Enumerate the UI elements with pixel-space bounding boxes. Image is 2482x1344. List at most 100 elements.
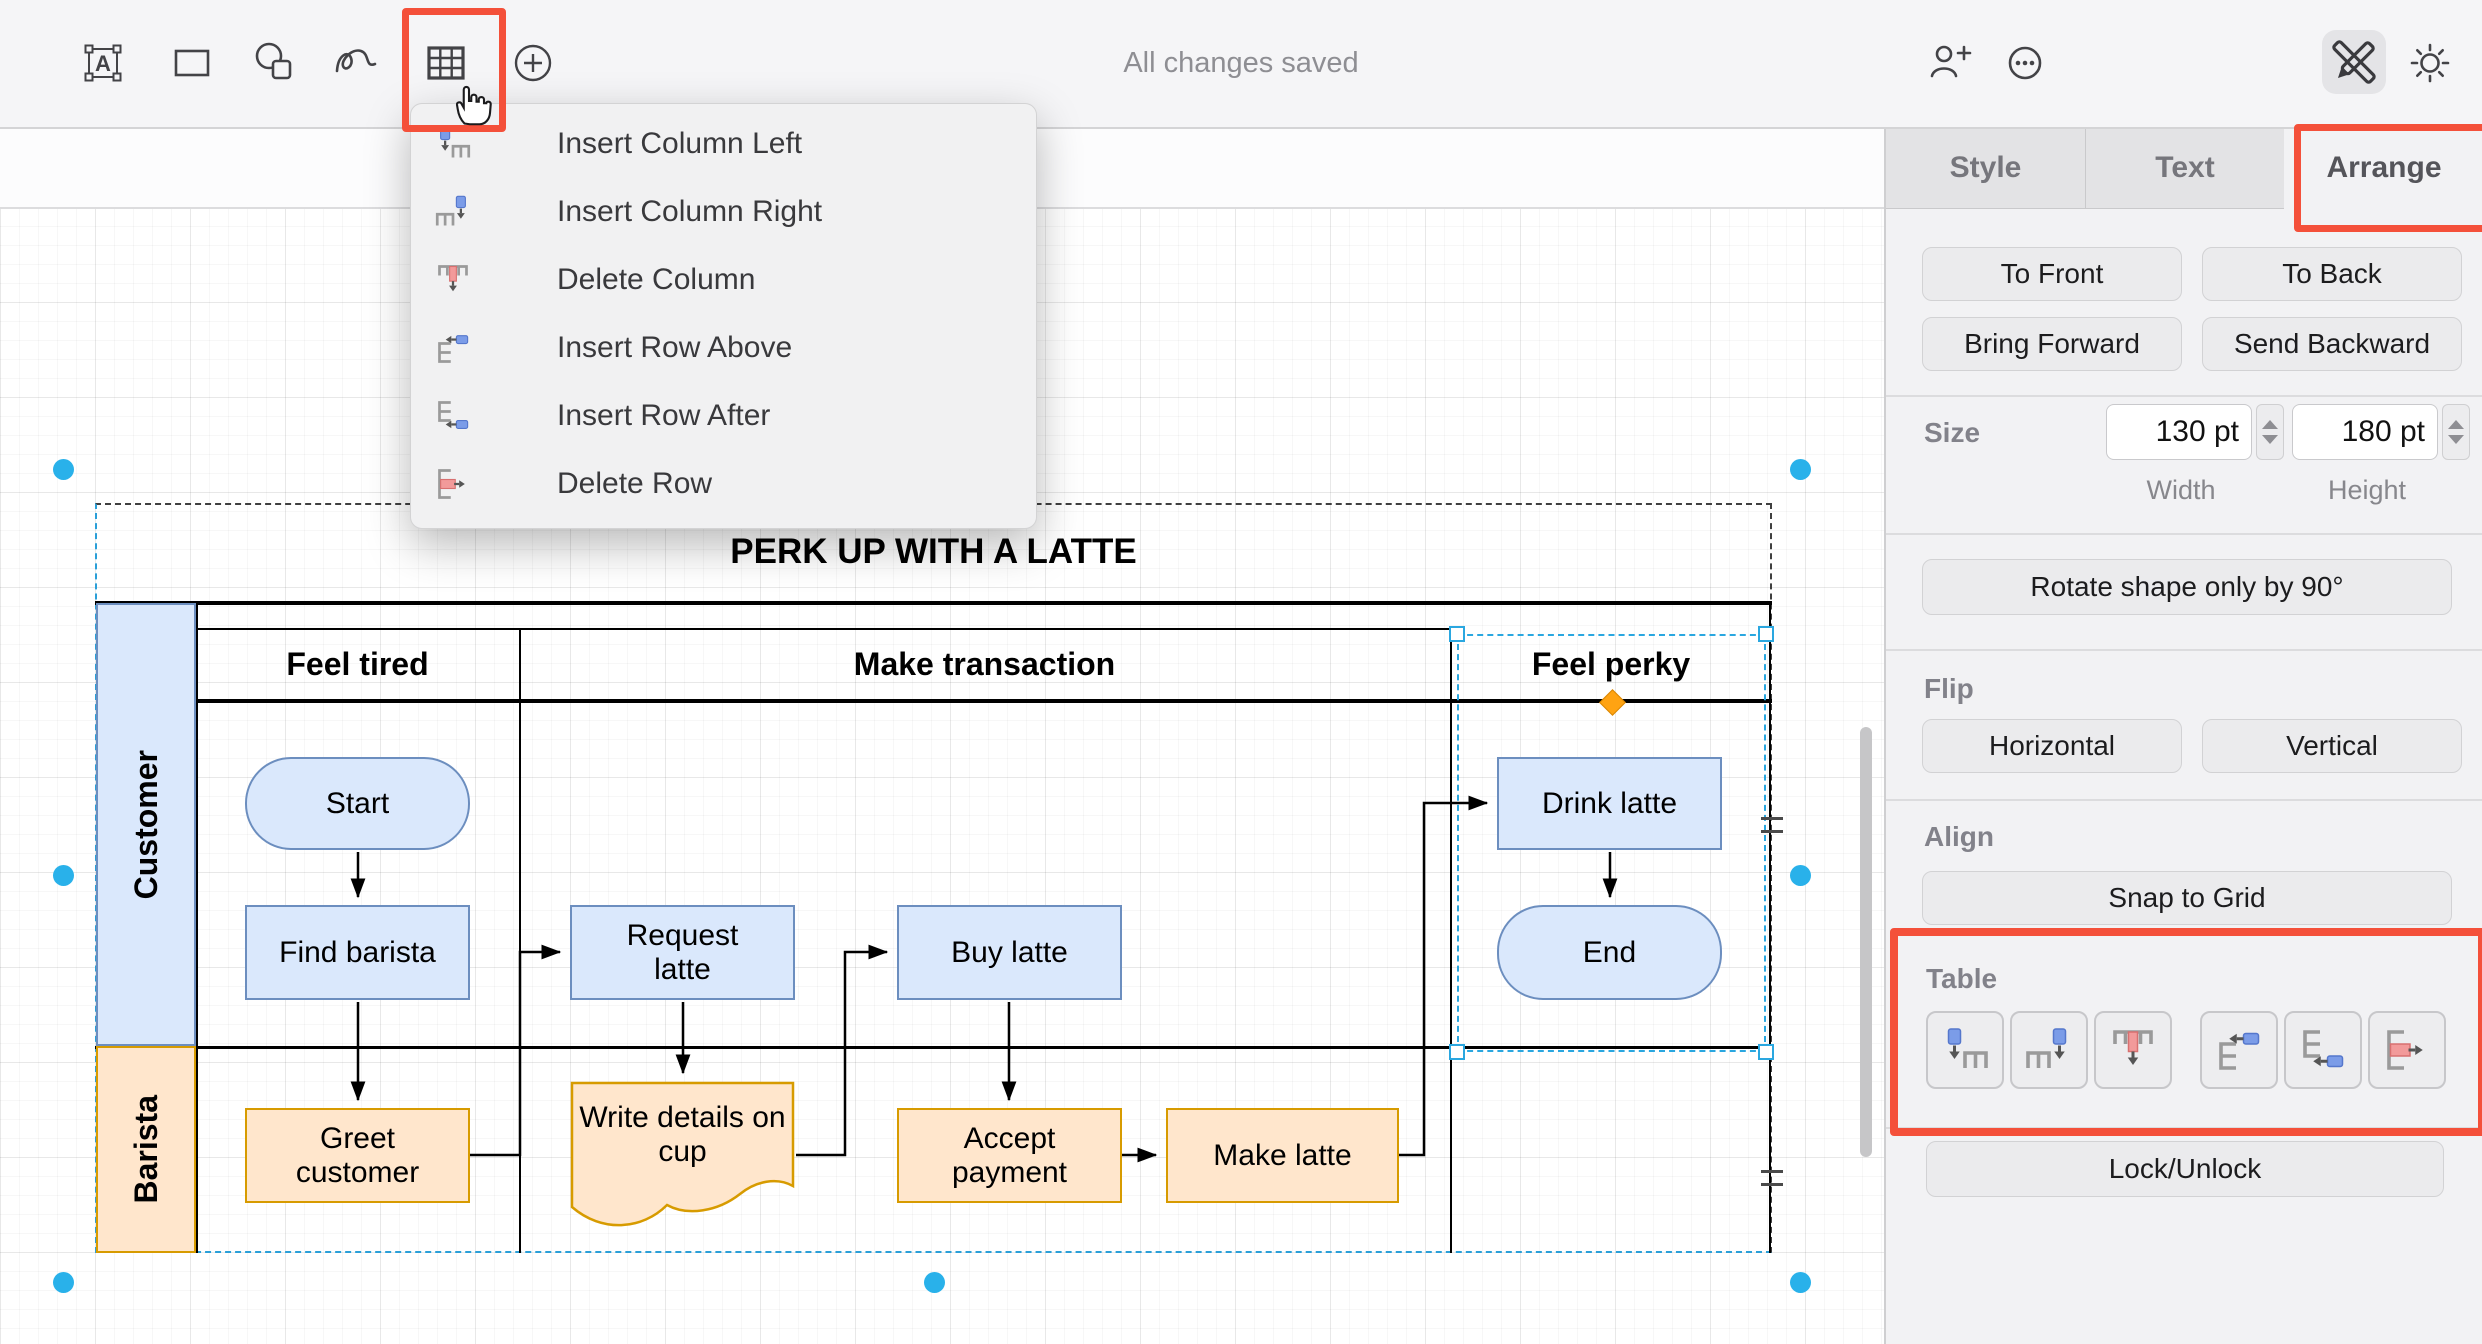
- delete-column-icon: [435, 262, 471, 298]
- menu-item-insert-row-above[interactable]: Insert Row Above: [411, 314, 1036, 382]
- node-greet-customer[interactable]: Greet customer: [245, 1108, 470, 1203]
- rotate-90-button[interactable]: Rotate shape only by 90°: [1922, 559, 2452, 615]
- node-buy-latte[interactable]: Buy latte: [897, 905, 1122, 1000]
- text-tool-button[interactable]: A: [79, 39, 127, 87]
- shapes-tool-icon: [255, 42, 292, 80]
- table-insert-column-right-button[interactable]: [2010, 1011, 2088, 1089]
- size-label: Size: [1924, 417, 1981, 448]
- table-delete-row-button[interactable]: [2368, 1011, 2446, 1089]
- node-request-latte[interactable]: Request latte: [570, 905, 795, 1000]
- sun-icon: [2410, 43, 2450, 83]
- selection-dot[interactable]: [1790, 1272, 1811, 1293]
- shapes-tool-button[interactable]: [250, 39, 298, 87]
- insert-column-left-icon: [1941, 1026, 1989, 1074]
- row-resize-mark[interactable]: [1761, 817, 1783, 833]
- menu-item-insert-column-right[interactable]: Insert Column Right: [411, 178, 1036, 246]
- selection-handle[interactable]: [1758, 1044, 1774, 1060]
- table-insert-row-above-button[interactable]: [2200, 1011, 2278, 1089]
- canvas[interactable]: PERK UP WITH A LATTE Customer Barista Fe…: [0, 127, 1884, 1344]
- toolbar: All changes saved A: [0, 0, 2482, 129]
- menu-item-delete-row[interactable]: Delete Row: [411, 450, 1036, 518]
- lock-unlock-button[interactable]: Lock/Unlock: [1926, 1141, 2444, 1197]
- diagram-title[interactable]: PERK UP WITH A LATTE: [730, 532, 1137, 571]
- node-find-barista[interactable]: Find barista: [245, 905, 470, 1000]
- selection-dot[interactable]: [53, 1272, 74, 1293]
- bring-forward-button[interactable]: Bring Forward: [1922, 317, 2182, 371]
- to-back-button[interactable]: To Back: [2202, 247, 2462, 301]
- node-accept-payment[interactable]: Accept payment: [897, 1108, 1122, 1203]
- table-insert-row-after-button[interactable]: [2284, 1011, 2362, 1089]
- freehand-tool-icon: [335, 49, 377, 73]
- row-resize-mark[interactable]: [1761, 1170, 1783, 1186]
- table-dropdown-menu: Insert Column Left Insert Column Right D…: [410, 103, 1037, 529]
- lane-label-customer[interactable]: Customer: [96, 603, 196, 1046]
- insert-column-right-icon: [435, 194, 471, 230]
- insert-row-after-icon: [435, 398, 471, 434]
- flip-horizontal-button[interactable]: Horizontal: [1922, 719, 2182, 773]
- width-input[interactable]: [2106, 404, 2252, 460]
- column-header-feel-tired[interactable]: Feel tired: [286, 646, 429, 682]
- send-backward-button[interactable]: Send Backward: [2202, 317, 2462, 371]
- table-delete-column-button[interactable]: [2094, 1011, 2172, 1089]
- table-line: [95, 601, 1772, 605]
- snap-to-grid-button[interactable]: Snap to Grid: [1922, 871, 2452, 925]
- align-label: Align: [1924, 821, 1994, 852]
- panel-divider: [1886, 799, 2482, 801]
- selection-dot[interactable]: [1790, 459, 1811, 480]
- flip-label: Flip: [1924, 673, 1974, 704]
- lane-boundary-line: [95, 1046, 1772, 1049]
- table-line: [196, 699, 1772, 703]
- insert-row-after-icon: [2299, 1026, 2347, 1074]
- to-front-button[interactable]: To Front: [1922, 247, 2182, 301]
- freehand-tool-button[interactable]: [332, 39, 380, 87]
- design-tools-button[interactable]: [2322, 30, 2386, 94]
- menu-item-insert-row-after[interactable]: Insert Row After: [411, 382, 1036, 450]
- selection-dot[interactable]: [1790, 865, 1811, 886]
- selection-handle[interactable]: [1449, 1044, 1465, 1060]
- lane-label-barista[interactable]: Barista: [96, 1046, 196, 1253]
- panel-divider: [1886, 533, 2482, 535]
- tab-text[interactable]: Text: [2085, 127, 2284, 209]
- selection-dot[interactable]: [924, 1272, 945, 1293]
- node-drink-latte[interactable]: Drink latte: [1497, 757, 1722, 850]
- panel-divider: [1886, 649, 2482, 651]
- selection-dot[interactable]: [53, 865, 74, 886]
- delete-row-icon: [435, 466, 471, 502]
- table-tool-button[interactable]: [422, 39, 470, 87]
- table-insert-column-left-button[interactable]: [1926, 1011, 2004, 1089]
- insert-column-left-icon: [435, 126, 471, 162]
- node-write-details[interactable]: Write details on cup: [579, 1101, 786, 1168]
- appearance-button[interactable]: [2406, 39, 2454, 87]
- width-stepper[interactable]: [2256, 404, 2284, 460]
- add-shape-tool-button[interactable]: [509, 39, 557, 87]
- height-stepper[interactable]: [2442, 404, 2470, 460]
- panel-divider: [1886, 395, 2482, 397]
- insert-row-above-icon: [2215, 1026, 2263, 1074]
- vertical-scrollbar[interactable]: [1860, 727, 1872, 1157]
- table-tool-icon: [427, 46, 465, 80]
- column-header-make-transaction[interactable]: Make transaction: [853, 646, 1116, 682]
- more-options-button[interactable]: [2001, 39, 2049, 87]
- selection-handle[interactable]: [1758, 626, 1774, 642]
- flip-vertical-button[interactable]: Vertical: [2202, 719, 2462, 773]
- node-start[interactable]: Start: [245, 757, 470, 850]
- tab-style[interactable]: Style: [1886, 127, 2085, 209]
- node-write-details-shape[interactable]: [570, 1081, 795, 1233]
- menu-item-insert-column-left[interactable]: Insert Column Left: [411, 110, 1036, 178]
- selection-handle[interactable]: [1449, 626, 1465, 642]
- node-make-latte[interactable]: Make latte: [1166, 1108, 1399, 1203]
- height-input[interactable]: [2292, 404, 2438, 460]
- plus-circle-icon: [514, 44, 552, 82]
- node-end[interactable]: End: [1497, 905, 1722, 1000]
- column-header-feel-perky[interactable]: Feel perky: [1531, 646, 1691, 682]
- text-tool-icon: A: [84, 44, 122, 82]
- insert-column-right-icon: [2025, 1026, 2073, 1074]
- menu-item-delete-column[interactable]: Delete Column: [411, 246, 1036, 314]
- lane-barista-text: Barista: [127, 1095, 164, 1204]
- height-sub-label: Height: [2327, 475, 2407, 505]
- rectangle-tool-button[interactable]: [168, 39, 216, 87]
- selection-dot[interactable]: [53, 459, 74, 480]
- tab-arrange[interactable]: Arrange: [2284, 127, 2482, 209]
- insert-row-above-icon: [435, 330, 471, 366]
- share-button[interactable]: [1926, 39, 1974, 87]
